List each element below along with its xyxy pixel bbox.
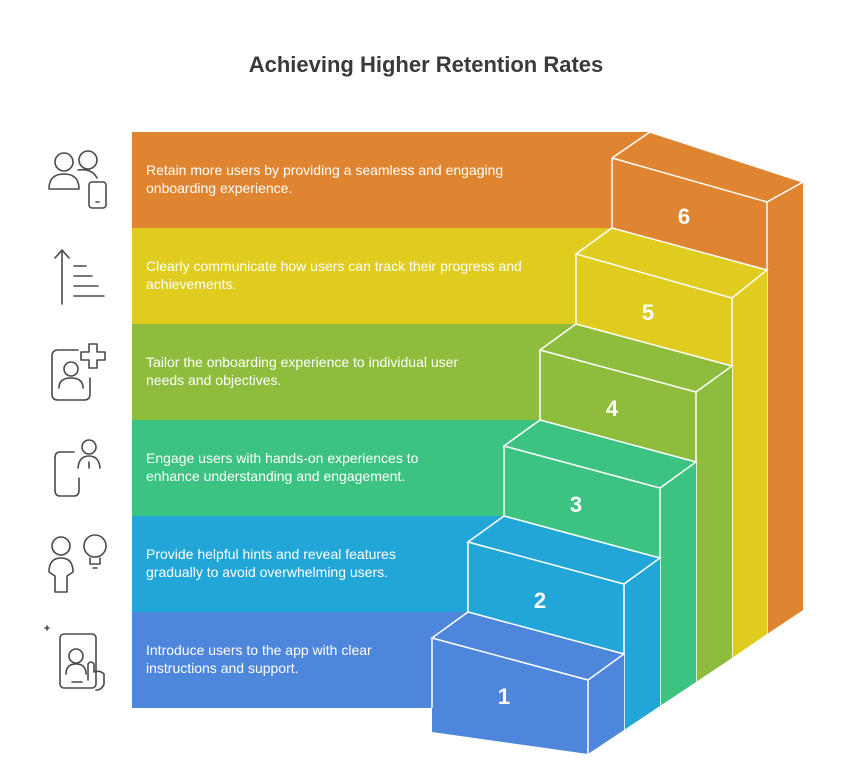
step-5-number: 5 (642, 300, 654, 325)
step-2-text-line2: gradually to avoid overwhelming users. (146, 564, 388, 580)
step-6-text-line1: Retain more users by providing a seamles… (146, 162, 503, 178)
step-1-text-line1: Introduce users to the app with clear (146, 642, 372, 658)
step-5-text-line2: achievements. (146, 276, 236, 292)
step-4-text-line2: needs and objectives. (146, 372, 281, 388)
users-mobile-icon (48, 150, 107, 209)
step-2-text-line1: Provide helpful hints and reveal feature… (146, 546, 396, 562)
person-lightbulb-icon (48, 534, 107, 593)
step-3-text-line1: Engage users with hands-on experiences t… (146, 450, 419, 466)
step-1-text-line2: instructions and support. (146, 660, 299, 676)
step-4-number: 4 (606, 396, 619, 421)
step-1: Introduce users to the app with clear in… (132, 611, 626, 754)
phone-person-icon (54, 439, 101, 497)
add-user-profile-icon (51, 343, 106, 401)
step-6-text-line2: onboarding experience. (146, 180, 292, 196)
progress-list-icon (54, 249, 105, 305)
touch-phone-user-icon (44, 625, 105, 691)
step-1-number: 1 (498, 684, 510, 709)
step-2-number: 2 (534, 588, 546, 613)
step-4-text-line1: Tailor the onboarding experience to indi… (146, 354, 458, 370)
page-title: Achieving Higher Retention Rates (248, 52, 604, 77)
step-5-text-line1: Clearly communicate how users can track … (146, 258, 522, 274)
step-3-text-line2: enhance understanding and engagement. (146, 468, 405, 484)
step-3-number: 3 (570, 492, 582, 517)
step-6-number: 6 (678, 204, 690, 229)
